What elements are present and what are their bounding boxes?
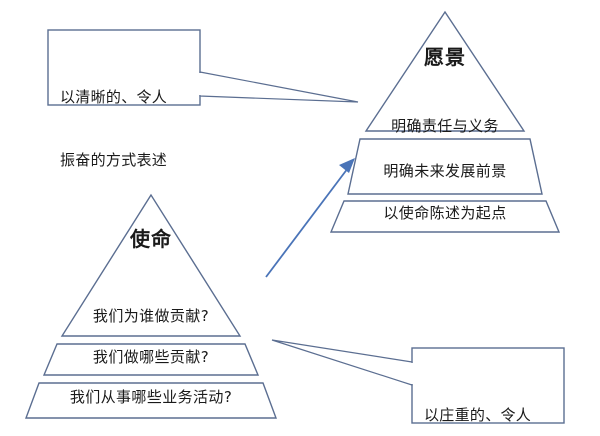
vision-pyramid-title: 愿景 xyxy=(424,45,466,69)
mission-pyramid-apex xyxy=(60,193,242,337)
mission-band-label-3: 我们从事哪些业务活动? xyxy=(69,388,233,406)
mission-pyramid-band-2 xyxy=(42,343,260,376)
vision-pyramid-band-2 xyxy=(347,138,543,195)
mission-callout-box xyxy=(411,347,565,424)
mission-pyramid-title: 使命 xyxy=(130,227,172,251)
vision-callout-tail xyxy=(199,71,359,103)
vision-band-label-2: 明确未来发展前景 xyxy=(383,162,507,180)
vision-pyramid-band-3 xyxy=(329,200,561,233)
mission-pyramid-band-3 xyxy=(24,382,278,419)
mission-callout-line-1: 以庄重的、令人 xyxy=(424,405,532,424)
vision-callout-text: 以清晰的、令人 振奋的方式表述 xyxy=(60,44,167,214)
mission-callout-tail xyxy=(271,339,413,386)
vision-band-label-3: 以使命陈述为起点 xyxy=(383,204,507,222)
mission-callout-text: 以庄重的、令人 虔诚的方式表述 xyxy=(424,362,531,436)
vision-pyramid-apex xyxy=(364,10,526,132)
vision-callout-line-2: 振奋的方式表述 xyxy=(60,151,168,170)
mission-band-label-2: 我们做哪些贡献? xyxy=(92,348,210,366)
vision-callout-box xyxy=(47,29,201,106)
mission-to-vision-arrow xyxy=(265,158,355,278)
mission-band-label-1: 我们为谁做贡献? xyxy=(92,307,210,325)
vision-callout-line-1: 以清晰的、令人 xyxy=(60,87,168,106)
vision-band-label-1: 明确责任与义务 xyxy=(391,117,499,135)
